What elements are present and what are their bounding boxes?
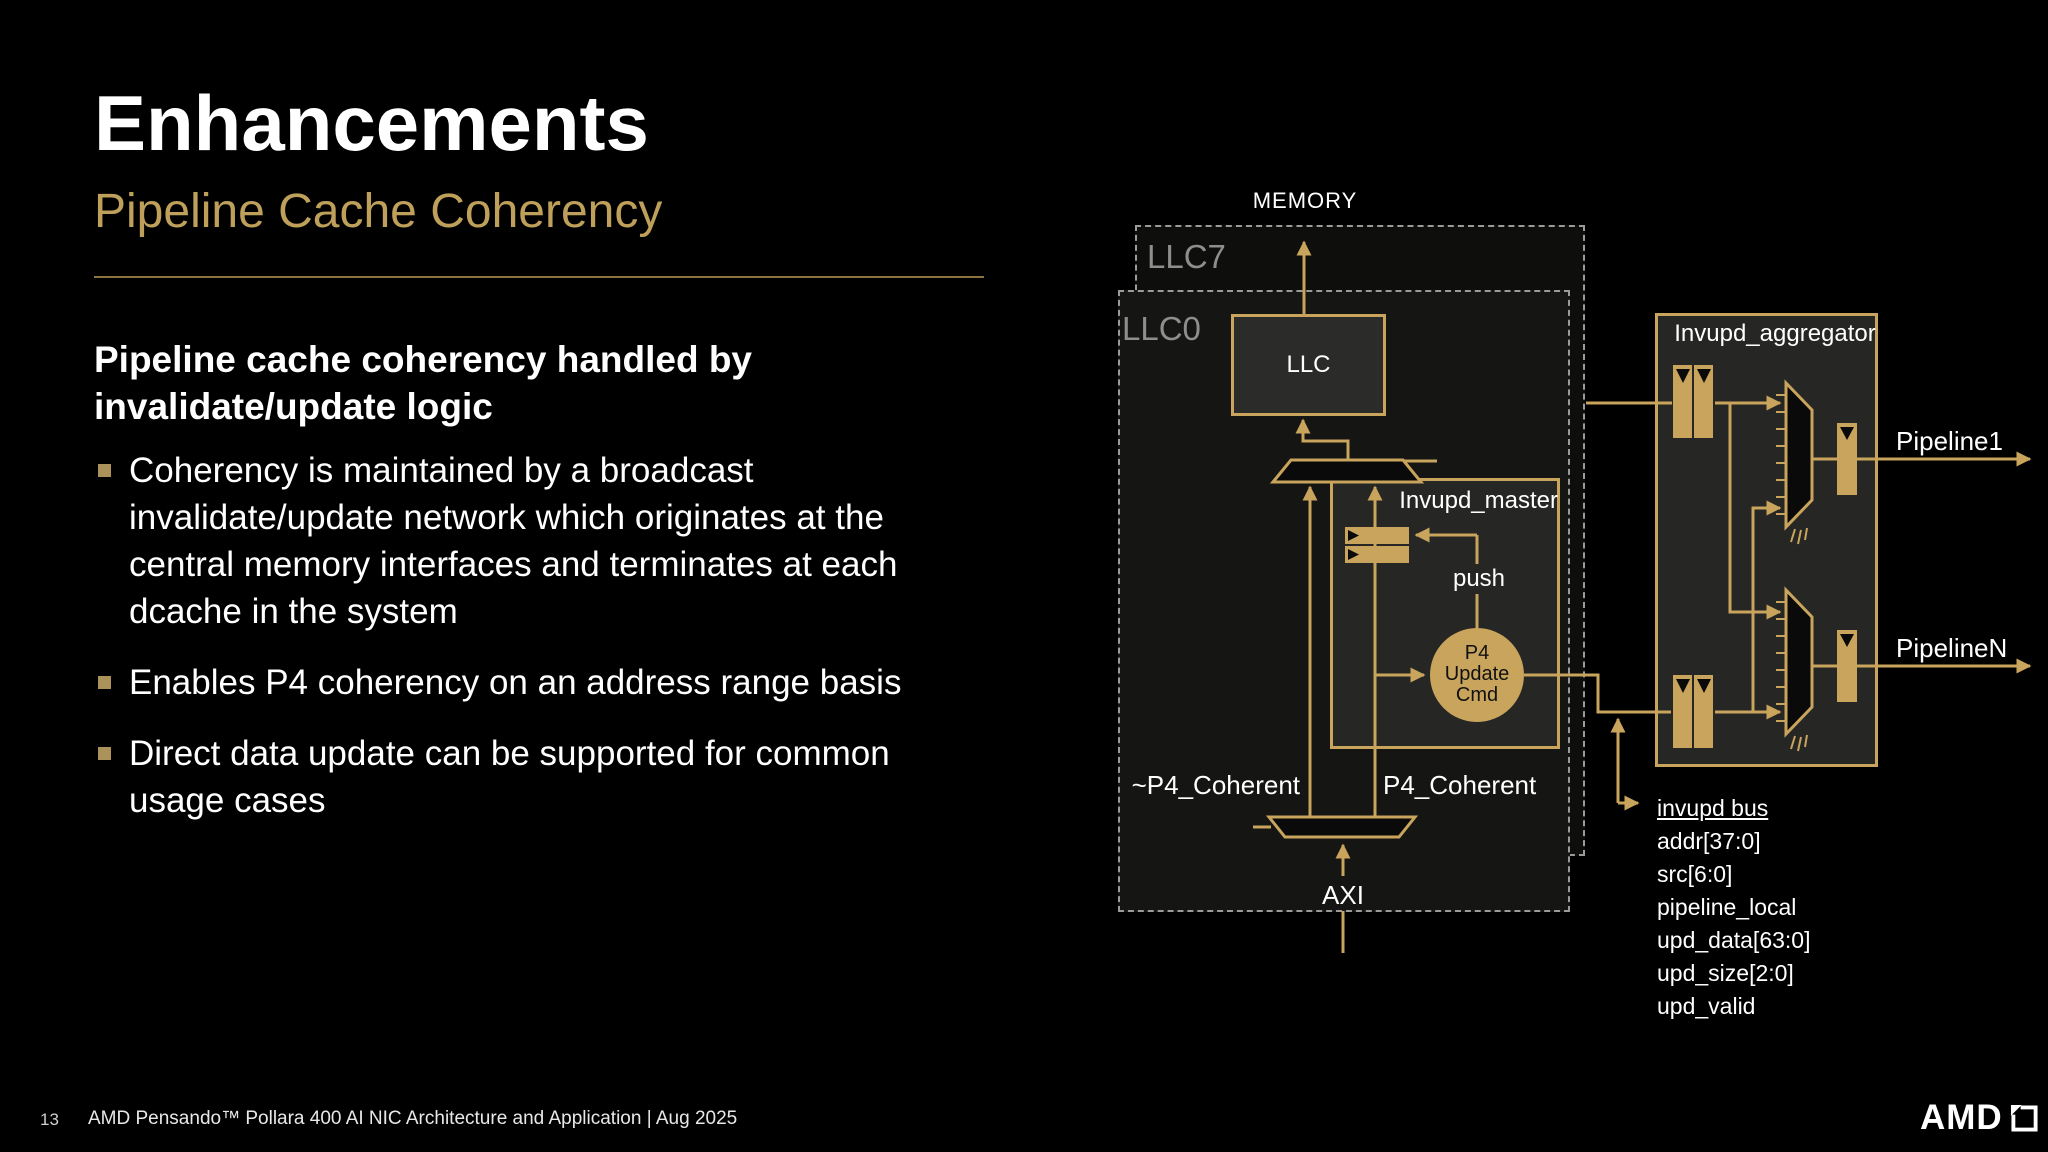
bus-signal: upd_valid: [1657, 993, 1756, 1019]
list-item: Direct data update can be supported for …: [94, 730, 994, 824]
memory-label: MEMORY: [1252, 188, 1358, 213]
slide-subtitle: Pipeline Cache Coherency: [94, 185, 663, 238]
invupd-aggregator-box: [1655, 313, 1878, 767]
bullet-square-icon: [98, 464, 111, 477]
bullet-text: Coherency is maintained by a broadcast i…: [129, 451, 898, 631]
list-item: Coherency is maintained by a broadcast i…: [94, 447, 994, 635]
llc-box: LLC: [1231, 314, 1386, 416]
footer-text: AMD Pensando™ Pollara 400 AI NIC Archite…: [88, 1108, 738, 1129]
invupd-master-label: Invupd_master: [1399, 487, 1558, 514]
bus-signal: upd_size[2:0]: [1657, 960, 1794, 986]
body-heading: Pipeline cache coherency handled by inva…: [94, 339, 753, 427]
invupd-aggregator-label: Invupd_aggregator: [1674, 320, 1876, 347]
list-item: Enables P4 coherency on an address range…: [94, 659, 994, 706]
bullet-square-icon: [98, 676, 111, 689]
amd-logo: AMD: [1920, 1098, 2039, 1138]
bus-signal: addr[37:0]: [1657, 828, 1761, 854]
invupd-master-box: [1330, 478, 1560, 749]
pipelinen-label: PipelineN: [1896, 633, 2008, 663]
p4-update-cmd-label: P4 Update Cmd: [1444, 642, 1510, 706]
bullet-square-icon: [98, 747, 111, 760]
bus-signal: pipeline_local: [1657, 894, 1797, 920]
bullet-text: Enables P4 coherency on an address range…: [129, 663, 902, 702]
amd-logo-text: AMD: [1920, 1098, 2003, 1137]
slide-title: Enhancements: [94, 79, 649, 167]
push-label: push: [1448, 564, 1510, 594]
axi-label: AXI: [1322, 880, 1364, 910]
pipeline1-label: Pipeline1: [1896, 426, 2003, 456]
divider-rule: [94, 276, 984, 278]
p4-coherent-label: P4_Coherent: [1383, 770, 1537, 800]
bus-signal: upd_data[63:0]: [1657, 927, 1811, 953]
invupd-bus-legend: invupd bus addr[37:0] src[6:0] pipeline_…: [1657, 792, 1810, 1023]
llc-label: LLC: [1286, 351, 1331, 378]
llc0-label: LLC0: [1122, 310, 1201, 347]
amd-arrow-icon: [2010, 1104, 2038, 1132]
bullet-list: Coherency is maintained by a broadcast i…: [94, 447, 994, 848]
bus-signal: src[6:0]: [1657, 861, 1733, 887]
bullet-text: Direct data update can be supported for …: [129, 734, 890, 820]
llc7-label: LLC7: [1147, 238, 1226, 275]
invupd-bus-title: invupd bus: [1657, 795, 1769, 821]
page-number: 13: [40, 1110, 59, 1129]
not-p4-coherent-label: ~P4_Coherent: [1131, 770, 1300, 800]
